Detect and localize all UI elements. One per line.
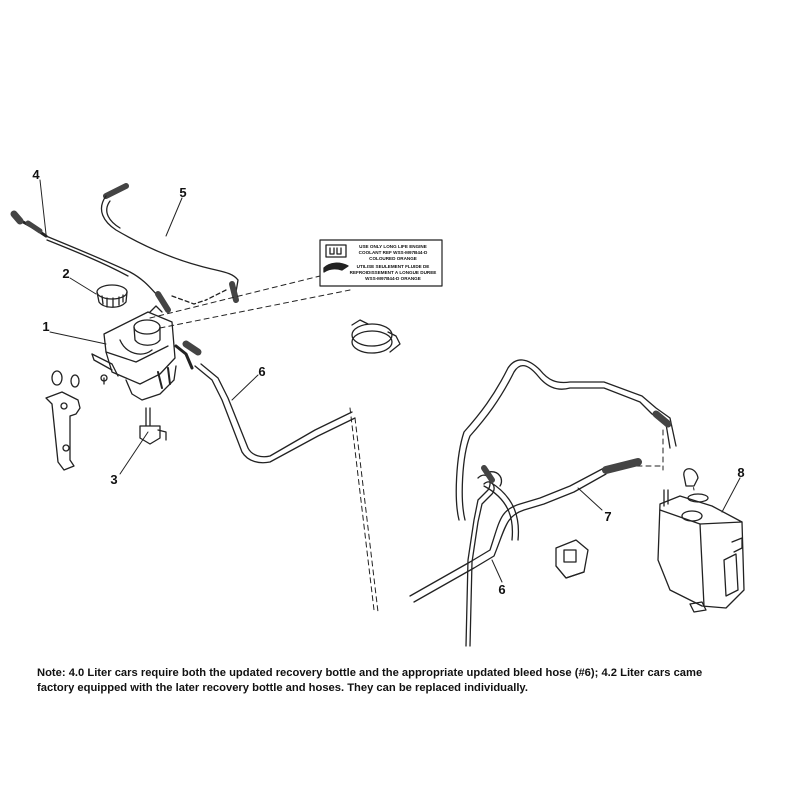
footnote-line-1: Note: 4.0 Liter cars require both the up… bbox=[37, 667, 703, 679]
part-6-bleed-hose-lower bbox=[465, 465, 520, 647]
callout-4: 4 bbox=[32, 167, 40, 182]
part-4-sensor-harness bbox=[10, 210, 159, 297]
callout-5: 5 bbox=[179, 185, 186, 200]
hose-clamp-upper bbox=[351, 319, 401, 354]
part-6-bleed-hose-upper bbox=[194, 363, 356, 464]
warning-label bbox=[319, 239, 443, 287]
hose-clamp-lower bbox=[555, 539, 589, 579]
part-2-cap bbox=[96, 284, 128, 308]
label-line-2: COOLANT REF WSS-M97B44-D bbox=[359, 250, 428, 255]
callout-6-lower: 6 bbox=[498, 582, 505, 597]
part-8-recovery-bottle bbox=[657, 468, 745, 613]
callout-6-upper: 6 bbox=[258, 364, 265, 379]
callout-1: 1 bbox=[42, 319, 49, 334]
callout-leaders bbox=[39, 179, 741, 583]
part-3-level-sensor bbox=[139, 407, 167, 445]
callout-numbers: 4 5 2 1 3 6 8 7 6 bbox=[32, 167, 744, 597]
callout-3: 3 bbox=[110, 472, 117, 487]
footnote-line-2: factory equipped with the later recovery… bbox=[37, 682, 528, 694]
label-line-3: COLOURED ORANGE bbox=[369, 256, 417, 261]
part-7-overflow-hose bbox=[409, 359, 677, 603]
leader-dashes bbox=[149, 275, 695, 613]
callout-8: 8 bbox=[737, 465, 744, 480]
label-line-5: REFROIDISSEMENT A LONGUE DUREE bbox=[350, 270, 437, 275]
mounting-bracket bbox=[45, 370, 81, 471]
part-1-expansion-tank bbox=[91, 305, 202, 401]
label-line-6: WSS-M97B44-D ORANGE bbox=[365, 276, 421, 281]
warning-label-text: USE ONLY LONG LIFE ENGINE COOLANT REF WS… bbox=[350, 244, 437, 281]
callout-7: 7 bbox=[604, 509, 611, 524]
part-5-sensor-harness bbox=[100, 183, 239, 313]
footnote: Note: 4.0 Liter cars require both the up… bbox=[37, 666, 777, 696]
label-line-1: USE ONLY LONG LIFE ENGINE bbox=[359, 244, 427, 249]
callout-2: 2 bbox=[62, 266, 69, 281]
label-line-4: UTILISE SEULEMENT FLUIDE DE bbox=[357, 264, 430, 269]
